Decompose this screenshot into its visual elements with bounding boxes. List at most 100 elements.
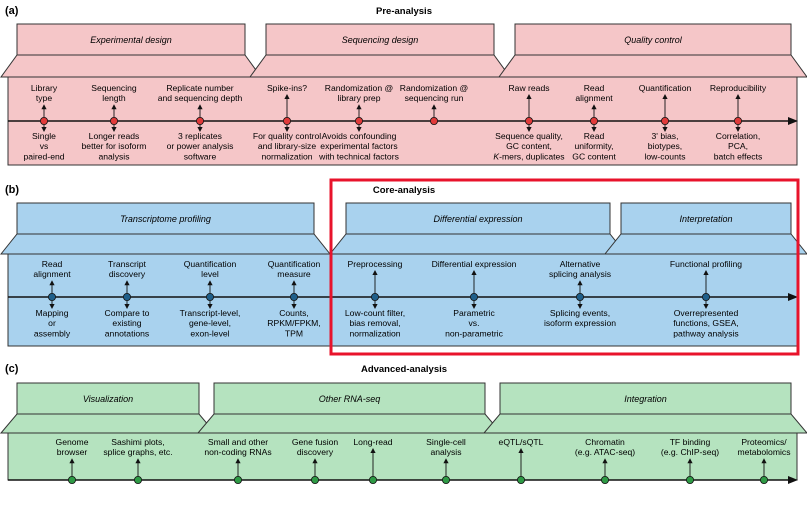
step-node: [310, 475, 319, 484]
step-label: sequencing run: [405, 93, 464, 103]
step-label: Alternative: [560, 259, 601, 269]
step-quantification-measure: QuantificationmeasureCounts,RPKM/FPKM,TP…: [267, 259, 320, 338]
step-label: Chromatin: [585, 437, 625, 447]
step-detail: software: [184, 151, 217, 161]
step-detail: Counts,: [279, 308, 309, 318]
arrow-up-icon: [291, 280, 297, 286]
step-label: Small and other: [208, 437, 268, 447]
step-label: Long-read: [353, 437, 392, 447]
step-label: analysis: [430, 447, 461, 457]
step-label: Differential expression: [432, 259, 517, 269]
step-detail: vs: [40, 141, 49, 151]
step-label: Gene fusion: [292, 437, 339, 447]
step-detail: uniformity,: [575, 141, 614, 151]
step-functional-profiling: Functional profilingOverrepresentedfunct…: [670, 259, 742, 338]
axis-arrowhead: [788, 293, 798, 301]
step-label: Single-cell: [426, 437, 466, 447]
step-detail: TPM: [285, 328, 303, 338]
step-detail: or: [48, 318, 56, 328]
arrow-up-icon: [577, 280, 583, 286]
step-label: Reproducibility: [710, 83, 767, 93]
step-label: Genome: [56, 437, 89, 447]
arrow-down-icon: [526, 127, 532, 132]
header-label: Visualization: [83, 394, 133, 404]
step-label: splicing analysis: [549, 269, 611, 279]
header-label: Sequencing design: [342, 35, 419, 45]
step-node: [686, 475, 695, 484]
arrow-up-icon: [761, 458, 767, 464]
step-node: [133, 475, 142, 484]
arrow-up-icon: [526, 94, 532, 99]
step-label: Sashimi plots,: [111, 437, 165, 447]
panel-letter: (b): [5, 184, 19, 196]
step-detail: RPKM/FPKM,: [267, 318, 320, 328]
header-connector: [0, 233, 332, 255]
step-detail: normalization: [349, 328, 400, 338]
step-long-read: Long-read: [353, 437, 393, 484]
arrow-up-icon: [518, 448, 524, 453]
arrow-up-icon: [443, 458, 449, 464]
step-detail: low-counts: [644, 151, 685, 161]
arrow-down-icon: [197, 127, 203, 132]
step-randomization-sequencing-run: Randomization @sequencing run: [400, 83, 468, 126]
step-node: [68, 475, 77, 484]
step-detail: Sequence quality,: [495, 131, 563, 141]
step-label: Sequencing: [91, 83, 137, 93]
step-label: type: [36, 93, 52, 103]
step-detail: 3' bias,: [652, 131, 679, 141]
header-label: Experimental design: [90, 35, 172, 45]
step-label: library prep: [338, 93, 381, 103]
step-detail: Longer reads: [89, 131, 140, 141]
step-node: [40, 117, 49, 126]
step-label: Quantification: [639, 83, 692, 93]
step-detail: Read: [584, 131, 605, 141]
step-node: [734, 117, 743, 126]
step-label: level: [201, 269, 219, 279]
step-detail: with technical factors: [318, 151, 399, 161]
header-box-sequencing-design: [265, 23, 495, 56]
step-label: Functional profiling: [670, 259, 742, 269]
arrow-down-icon: [49, 304, 55, 309]
arrow-up-icon: [602, 458, 608, 464]
header-label: Other RNA-seq: [319, 394, 381, 404]
step-node: [661, 117, 670, 126]
header-box-visualization: [16, 382, 200, 415]
step-label: Read: [584, 83, 605, 93]
header-connector: [603, 233, 807, 255]
arrow-down-icon: [662, 127, 668, 132]
header-box-other-rna-seq: [213, 382, 486, 415]
step-detail: Compare to: [105, 308, 150, 318]
step-detail: Low-count filter,: [345, 308, 405, 318]
arrow-up-icon: [312, 458, 318, 464]
step-node: [441, 475, 450, 484]
step-detail: isoform expression: [544, 318, 616, 328]
step-label: browser: [57, 447, 88, 457]
arrow-down-icon: [591, 127, 597, 132]
step-detail: For quality control: [253, 131, 321, 141]
step-detail: 3 replicates: [178, 131, 222, 141]
step-detail: Mapping: [36, 308, 69, 318]
arrow-up-icon: [372, 270, 378, 275]
step-detail: and library-size: [258, 141, 316, 151]
arrow-down-icon: [207, 304, 213, 309]
header-box-integration: [499, 382, 792, 415]
arrow-up-icon: [284, 94, 290, 99]
panel-title: Pre-analysis: [376, 6, 432, 17]
step-detail: experimental factors: [320, 141, 397, 151]
arrow-down-icon: [111, 127, 117, 132]
stage-band: [7, 253, 798, 347]
step-chromatin-e-g-atac-seq: Chromatin(e.g. ATAC-seq): [575, 437, 635, 484]
step-node: [760, 475, 769, 484]
step-detail: Single: [32, 131, 56, 141]
step-node: [289, 292, 298, 301]
step-node: [233, 475, 242, 484]
header-label: Differential expression: [433, 214, 522, 224]
step-detail: or power analysis: [167, 141, 234, 151]
step-label: Read: [42, 259, 63, 269]
